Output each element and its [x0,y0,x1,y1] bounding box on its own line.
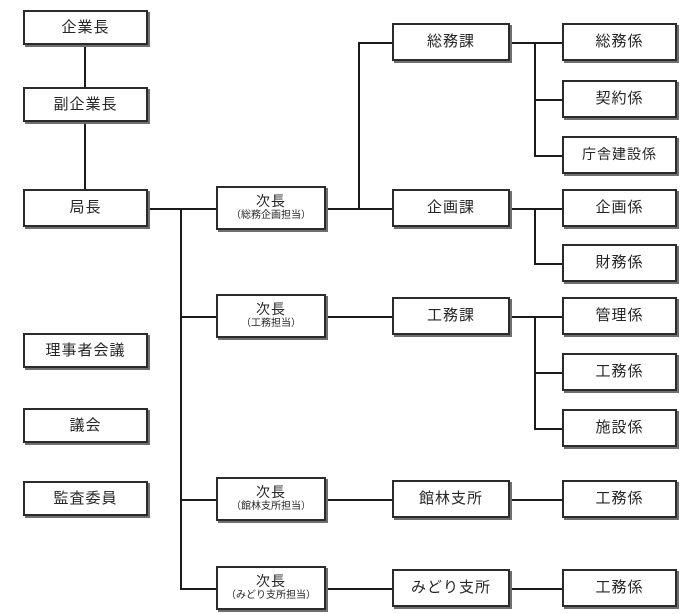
connector-trunk-jicho-midori [180,588,216,590]
node-jicho-midori-label: 次長 [256,573,286,590]
connector-kikakuka-split [510,208,536,210]
node-fukukigyocho-label: 副企業長 [53,94,118,113]
node-soumuka-label: 総務課 [426,32,475,51]
node-tatebayashi-sho[interactable]: 館林支所 [392,480,510,518]
node-soumugakari-label: 総務係 [595,32,644,51]
connector-split-kikakugakari [534,208,564,210]
node-rijisha-kaigi-label: 理事者会議 [45,340,126,359]
node-chosha-kensetsu-gakari[interactable]: 庁舎建設係 [562,136,677,174]
node-kikakugakari[interactable]: 企画係 [562,189,677,227]
node-kigyocho-label: 企業長 [61,17,110,36]
node-chosha-kensetsu-label: 庁舎建設係 [582,146,657,163]
node-koumugakari-koumuka[interactable]: 工務係 [562,353,677,391]
connector-kigyocho-fukukigyocho [84,45,86,87]
node-zaimugakari[interactable]: 財務係 [562,244,677,282]
node-jicho-koumu-label: 次長 [256,301,286,318]
node-koumuka-label: 工務課 [426,306,475,325]
node-koumugakari-3-label: 工務係 [595,578,644,597]
node-keiyakugakari-label: 契約係 [595,89,644,108]
splitter-soumu-kikaku [358,42,360,210]
connector-koumuka-split [510,316,536,318]
node-midori-sho-label: みどり支所 [410,578,491,597]
node-gikai[interactable]: 議会 [23,408,148,443]
node-koumugakari-2-label: 工務係 [595,489,644,508]
node-jicho-tatebayashi[interactable]: 次長 （館林支所担当） [216,477,326,521]
node-rijisha-kaigi[interactable]: 理事者会議 [23,333,148,368]
node-koumugakari-tatebayashi[interactable]: 工務係 [562,480,677,518]
connector-jicho-midori-sho [326,588,394,590]
node-kyokucho-label: 局長 [69,198,102,217]
connector-split-keiyakugakari [534,99,564,101]
connector-split-soumugakari [534,42,564,44]
main-trunk-vertical [180,208,182,588]
node-kansa-iin[interactable]: 監査委員 [23,481,148,516]
node-jicho-soumu-label: 次長 [256,193,286,210]
node-midori-sho[interactable]: みどり支所 [392,569,510,607]
connector-jicho-tatebayashi-sho [326,499,394,501]
connector-split-koumugakari-1 [534,372,564,374]
connector-split-soumuka [358,42,394,44]
node-jicho-midori[interactable]: 次長 （みどり支所担当） [216,566,326,610]
node-gikai-label: 議会 [69,415,102,434]
connector-jicho-soumu-split [326,208,360,210]
node-jicho-soumu-kikaku[interactable]: 次長 （総務企画担当） [216,186,326,230]
connector-trunk-jicho-koumu [180,316,216,318]
node-kansa-iin-label: 監査委員 [53,488,118,507]
connector-split-chosha-kensetsu [534,155,564,157]
connector-split-kanrigakari [534,316,564,318]
connector-jicho-koumu-koumuka [326,316,394,318]
node-fukukigyocho[interactable]: 副企業長 [23,87,148,122]
node-keiyakugakari[interactable]: 契約係 [562,80,677,118]
node-kikakuka-label: 企画課 [426,198,475,217]
connector-midori-sho-koumugakari [510,588,564,590]
node-koumuka[interactable]: 工務課 [392,297,510,335]
connector-split-kikakuka [358,208,394,210]
splitter-kikakuka-children [534,208,536,264]
node-koumugakari-1-label: 工務係 [595,362,644,381]
node-jicho-tatebayashi-label: 次長 [256,484,286,501]
node-kikakugakari-label: 企画係 [595,198,644,217]
connector-split-zaimugakari [534,263,564,265]
node-soumuka[interactable]: 総務課 [392,23,510,61]
connector-kyokucho-trunk [148,208,216,210]
node-kigyocho[interactable]: 企業長 [23,10,148,45]
node-zaimugakari-label: 財務係 [595,253,644,272]
node-kanrigakari-label: 管理係 [595,306,644,325]
node-tatebayashi-sho-label: 館林支所 [418,489,483,508]
connector-fukukigyocho-kyokucho [84,122,86,189]
node-shisetsugakari-label: 施設係 [595,418,644,437]
splitter-soumuka-children [534,42,536,155]
connector-trunk-jicho-tatebayashi [180,499,216,501]
node-kyokucho[interactable]: 局長 [23,189,148,227]
connector-split-shisetsugakari [534,428,564,430]
connector-tatebayashi-sho-koumugakari [510,499,564,501]
node-jicho-soumu-sublabel: （総務企画担当） [231,209,311,221]
node-jicho-koumu[interactable]: 次長 （工務担当） [216,294,326,338]
node-jicho-midori-sublabel: （みどり支所担当） [226,589,316,601]
node-kanrigakari[interactable]: 管理係 [562,297,677,335]
node-shisetsugakari[interactable]: 施設係 [562,409,677,447]
connector-soumuka-split [510,42,536,44]
node-jicho-tatebayashi-sublabel: （館林支所担当） [231,500,311,512]
node-soumugakari[interactable]: 総務係 [562,23,677,61]
node-jicho-koumu-sublabel: （工務担当） [241,317,301,329]
node-koumugakari-midori[interactable]: 工務係 [562,569,677,607]
node-kikakuka[interactable]: 企画課 [392,189,510,227]
